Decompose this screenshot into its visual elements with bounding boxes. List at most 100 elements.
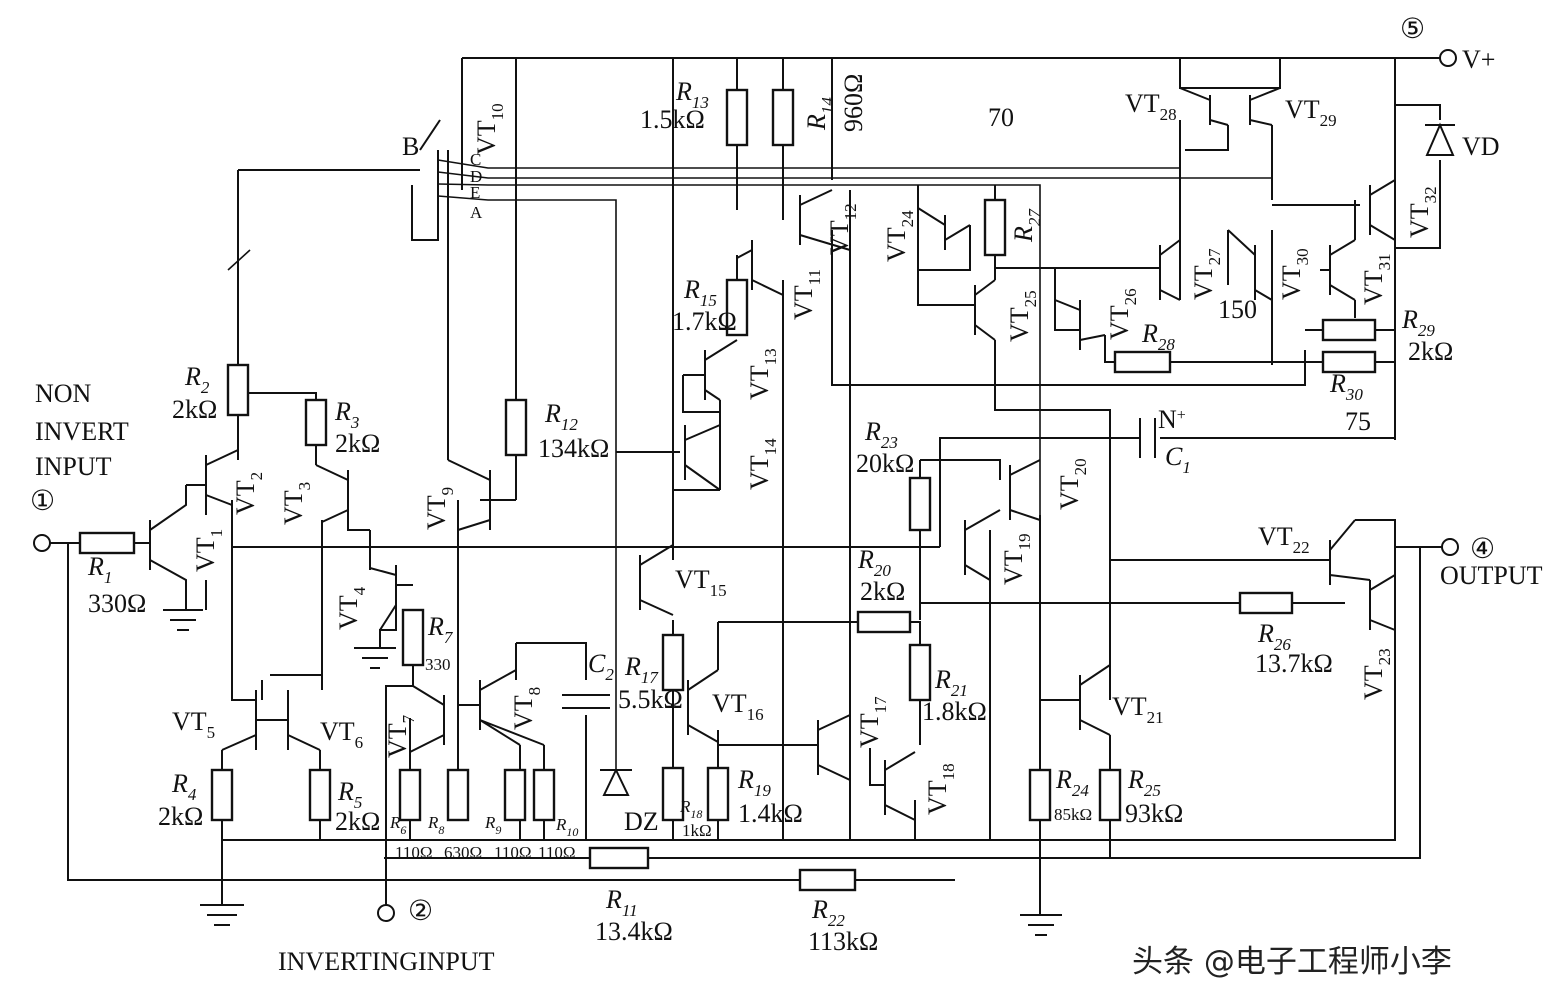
vt4-label: VT4 <box>334 586 369 630</box>
vt12-label: VT12 <box>825 203 860 255</box>
r24-value: 85kΩ <box>1054 805 1092 824</box>
vt10-base-label: B <box>402 132 419 161</box>
label-70: 70 <box>988 103 1014 132</box>
vt31-symbol <box>1329 239 1356 301</box>
noninverting-label-3: INPUT <box>35 452 112 481</box>
vt16-label: VT16 <box>712 689 764 724</box>
vplus-label: V+ <box>1462 45 1495 74</box>
vt24-label: VT24 <box>882 210 917 262</box>
pin-1-label: ① <box>30 484 55 517</box>
r30-label: R30 <box>1329 369 1363 404</box>
r19-label: R19 <box>737 765 771 800</box>
r3-label: R3 <box>334 397 359 432</box>
r1-value: 330Ω <box>88 589 146 618</box>
r28-label: R28 <box>1141 319 1175 354</box>
vt7-label: VT7 <box>383 714 418 758</box>
vt13-label: VT13 <box>745 348 780 400</box>
ground-icon <box>200 904 244 926</box>
pin-2-label: ② <box>408 894 433 927</box>
vt2-label: VT2 <box>231 472 266 515</box>
r20-value: 2kΩ <box>860 577 905 606</box>
r8-label: R8 <box>427 813 444 837</box>
dz-label: DZ <box>624 807 659 836</box>
r22-label: R22 <box>811 895 845 930</box>
vt4-symbol <box>369 565 397 631</box>
vt22-label: VT22 <box>1258 522 1310 557</box>
r10-body <box>532 768 556 822</box>
inverting-terminal <box>377 904 395 922</box>
r18-label: R18 <box>679 797 702 821</box>
vd-symbol <box>1425 122 1455 156</box>
vt26-label: VT26 <box>1105 288 1140 340</box>
inverting-label: INVERTINGINPUT <box>278 947 495 976</box>
r1-label: R1 <box>87 552 112 587</box>
r13-value: 1.5kΩ <box>640 105 705 134</box>
r29-label: R29 <box>1401 305 1435 340</box>
vt5-label: VT5 <box>172 707 215 742</box>
r14-body <box>771 88 795 147</box>
vt2-symbol <box>205 415 239 506</box>
r21-body <box>908 643 932 702</box>
r12-label: R12 <box>544 399 578 434</box>
r30-body <box>1321 350 1377 374</box>
transistor-labels: VT5 VT6 VT15 VT16 VT21 VT22 VT28 VT29 <box>172 89 1337 752</box>
r15-value: 1.7kΩ <box>672 307 737 336</box>
ground-icon <box>163 609 203 631</box>
r12-body <box>504 398 528 457</box>
watermark: 头条 @电子工程师小李 <box>1132 944 1452 980</box>
c1-symbol <box>1139 418 1156 458</box>
vt30-label: VT30 <box>1277 248 1312 300</box>
vt24-symbol <box>917 207 971 250</box>
vd-label: VD <box>1462 132 1500 161</box>
ground-icon <box>1020 914 1062 936</box>
r6-value: 110Ω <box>395 843 433 862</box>
r22-body <box>798 868 857 892</box>
vt28-label: VT28 <box>1125 89 1177 124</box>
r14-label: R14 <box>802 97 837 131</box>
r28-body <box>1113 350 1172 374</box>
r27-label: R27 <box>1009 208 1044 243</box>
vt10-label: VT10 <box>472 103 507 155</box>
vt12-symbol <box>799 189 851 251</box>
vt11-symbol <box>736 240 784 296</box>
r30-value: 75 <box>1345 407 1371 436</box>
r17-label: R17 <box>624 652 659 687</box>
r1-body <box>78 531 136 555</box>
dz-symbol <box>600 767 632 796</box>
vt15-symbol <box>639 544 674 616</box>
r2-body <box>226 363 250 417</box>
vt15-label: VT15 <box>675 565 727 600</box>
r11-label: R11 <box>605 885 638 920</box>
c1-label: C1 <box>1165 442 1191 477</box>
c2-label: C2 <box>588 649 614 684</box>
vt1-symbol <box>149 485 187 610</box>
vt25-symbol <box>974 279 996 341</box>
r9-label: R9 <box>484 813 501 837</box>
vt1-label: VT1 <box>191 529 226 572</box>
vt19-symbol <box>964 509 1001 581</box>
r19-value: 1.4kΩ <box>738 799 803 828</box>
r23-label: R23 <box>864 417 898 452</box>
vt3-symbol <box>315 464 349 523</box>
r21-label: R21 <box>934 665 968 700</box>
vt10-d-label: D <box>470 167 482 186</box>
r2-value: 2kΩ <box>172 395 217 424</box>
vt6-label: VT6 <box>320 717 363 752</box>
vt8-label: VT8 <box>509 687 544 730</box>
r5-value: 2kΩ <box>335 807 380 836</box>
r20-label: R20 <box>857 545 891 580</box>
vt26-symbol <box>1054 299 1106 350</box>
r4-label: R4 <box>171 769 197 804</box>
vt27-symbol <box>1159 239 1181 301</box>
vt29-label: VT29 <box>1285 95 1337 130</box>
r26-value: 13.7kΩ <box>1255 649 1333 678</box>
r14-value: 960Ω <box>839 74 868 132</box>
pin-4-label: ④ <box>1470 532 1495 565</box>
vt9-label: VT9 <box>422 487 457 530</box>
r23-body <box>908 476 932 532</box>
output-label: OUTPUT <box>1440 561 1543 590</box>
label-150: 150 <box>1218 295 1257 324</box>
r2-label: R2 <box>184 362 210 397</box>
r26-body <box>1238 591 1294 615</box>
